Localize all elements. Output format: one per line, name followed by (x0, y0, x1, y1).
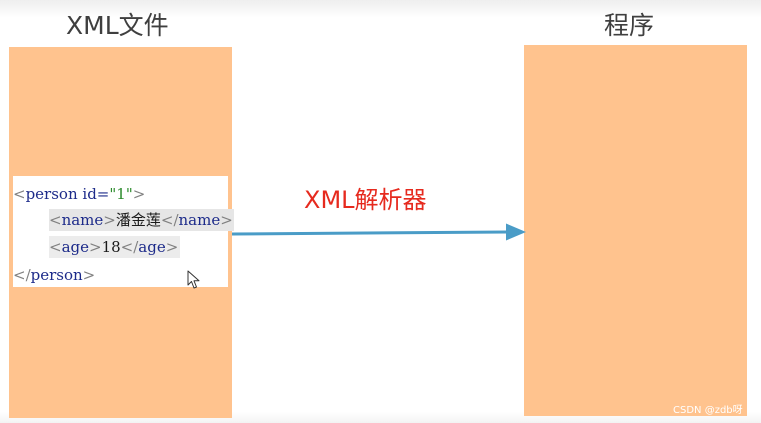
xml-parser-label: XML解析器 (304, 186, 427, 214)
xml-file-heading: XML文件 (66, 11, 169, 40)
code-bracket: </ (120, 238, 139, 256)
code-tag: name (61, 211, 104, 229)
parser-arrow (232, 223, 526, 241)
code-bracket: < (13, 185, 26, 203)
arrow-line (232, 230, 509, 236)
code-bracket: > (82, 266, 96, 284)
arrow-head (506, 223, 526, 241)
code-bracket: < (49, 211, 62, 229)
bottom-fade (0, 412, 761, 423)
code-bracket: > (220, 211, 233, 229)
code-tag: person (30, 266, 83, 284)
code-line-name: <name>潘金莲</name> (49, 209, 234, 231)
top-fade (0, 0, 761, 18)
xml-code-snippet: <person id="1"> <name>潘金莲</name> <age>18… (13, 176, 234, 287)
code-attr-value: "1" (109, 185, 133, 203)
code-tag: name (178, 211, 221, 229)
code-bracket: > (165, 238, 179, 256)
code-tag: age (138, 238, 166, 256)
code-attr: id= (77, 185, 110, 203)
code-line-person-close: </person> (13, 264, 95, 286)
code-line-person-open: <person id="1"> (13, 183, 145, 205)
code-bracket: > (103, 211, 116, 229)
code-tag: age (61, 238, 89, 256)
code-bracket: > (89, 238, 102, 256)
code-bracket: </ (160, 211, 179, 229)
watermark: CSDN @zdb呀 (673, 405, 743, 416)
mouse-pointer-icon (187, 270, 200, 289)
code-bracket: > (132, 185, 146, 203)
program-heading: 程序 (604, 11, 655, 40)
code-line-age: <age>18</age> (49, 236, 181, 258)
program-panel (524, 45, 747, 416)
code-tag: person (25, 185, 78, 203)
code-text: 18 (101, 238, 121, 256)
code-bracket: < (49, 238, 62, 256)
code-bracket: </ (13, 266, 31, 284)
code-text: 潘金莲 (115, 211, 161, 229)
